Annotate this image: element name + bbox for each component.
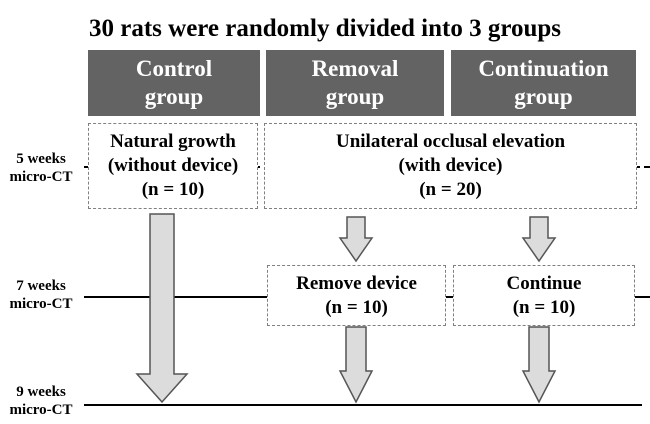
header-continuation-line1: Continuation <box>478 56 609 81</box>
continue-line2: (n = 10) <box>512 296 576 318</box>
arrow-continue-bottom <box>521 326 557 404</box>
elevation-line2: (with device) <box>398 155 503 176</box>
header-removal-line2: group <box>325 84 385 109</box>
timepoint-5-week-label: 5 weeks <box>16 151 66 167</box>
timepoint-7-weeks: 7 weeks micro-CT <box>0 277 82 313</box>
arrow-continue-top <box>521 216 557 263</box>
header-control-line2: group <box>144 84 204 109</box>
arrow-removal-top <box>338 216 374 263</box>
header-control-group: Control group <box>88 50 260 116</box>
header-control-line1: Control <box>135 56 213 81</box>
arrow-removal-bottom <box>338 326 374 404</box>
remove-line1: Remove device <box>296 272 417 294</box>
box-natural-growth: Natural growth (without device) (n = 10) <box>88 123 258 209</box>
continue-line1: Continue <box>506 272 582 294</box>
remove-line2: (n = 10) <box>325 296 388 318</box>
natural-line3: (n = 10) <box>141 179 205 200</box>
timepoint-9-week-label: 9 weeks <box>16 384 66 400</box>
timepoint-5-weeks: 5 weeks micro-CT <box>0 150 82 186</box>
header-removal-line1: Removal <box>311 56 399 81</box>
header-continuation-line2: group <box>514 84 573 109</box>
box-remove-device: Remove device (n = 10) <box>267 265 446 326</box>
timeline-9-weeks <box>84 404 642 406</box>
arrow-control-long <box>135 213 189 404</box>
diagram-title: 30 rats were randomly divided into 3 gro… <box>88 15 562 42</box>
timepoint-7-method-label: micro-CT <box>9 296 73 312</box>
box-continue: Continue (n = 10) <box>453 265 635 326</box>
timepoint-9-method-label: micro-CT <box>9 402 73 418</box>
header-removal-group: Removal group <box>266 50 444 116</box>
timepoint-7-week-label: 7 weeks <box>16 278 66 294</box>
box-unilateral-elevation: Unilateral occlusal elevation (with devi… <box>264 123 637 209</box>
timepoint-5-method-label: micro-CT <box>9 169 73 185</box>
natural-line1: Natural growth <box>110 131 236 152</box>
elevation-line3: (n = 20) <box>419 179 482 200</box>
elevation-line1: Unilateral occlusal elevation <box>335 131 566 152</box>
timepoint-9-weeks: 9 weeks micro-CT <box>0 383 82 419</box>
natural-line2: (without device) <box>107 155 239 176</box>
header-continuation-group: Continuation group <box>451 50 636 116</box>
